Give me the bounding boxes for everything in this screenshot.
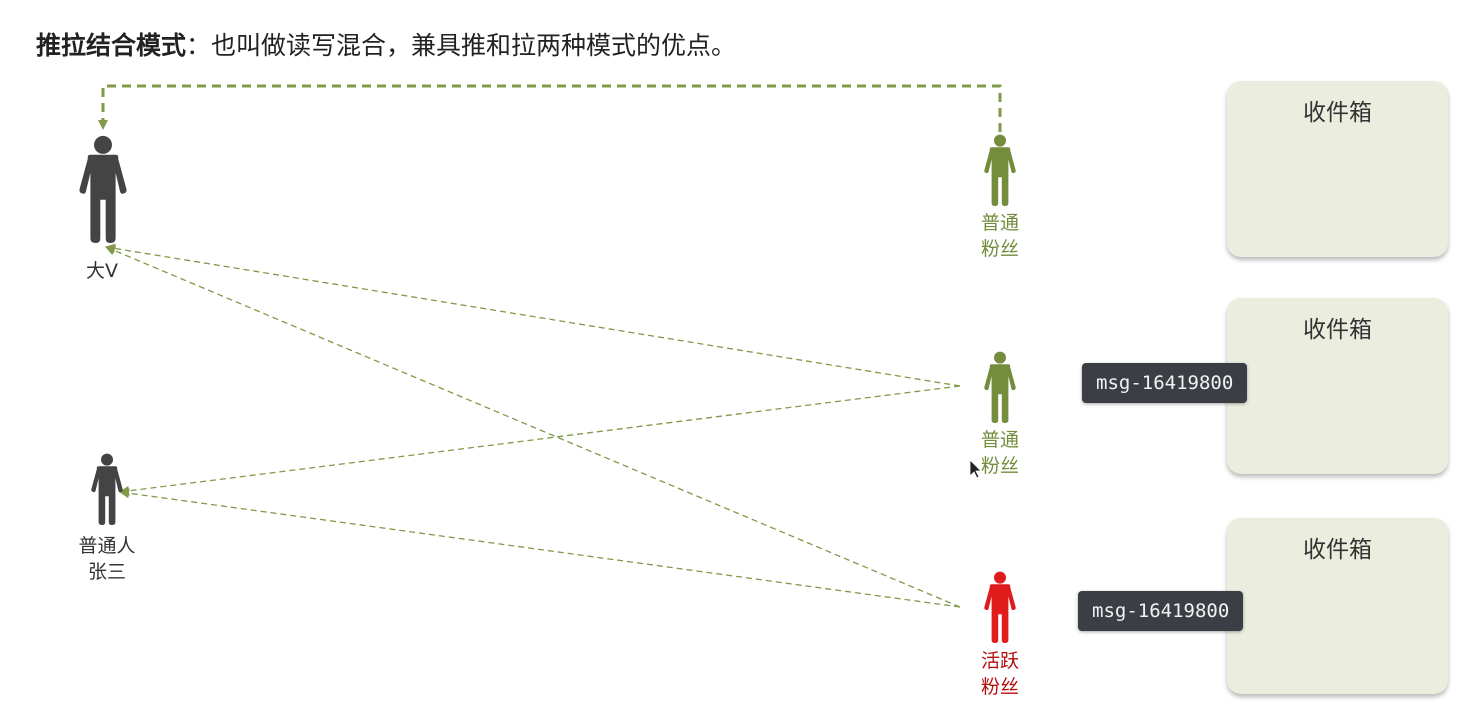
inbox-fan1: 收件箱 [1227, 81, 1448, 257]
inbox-fan2: 收件箱 [1227, 298, 1448, 474]
person-icon-celebrity [79, 135, 127, 243]
message-badge-fan3: msg-16419800 [1078, 591, 1244, 631]
label-fan2: 普通 粉丝 [970, 427, 1030, 479]
arrow-fan2-to-ordinary [119, 385, 961, 496]
label-fan3: 活跃 粉丝 [970, 648, 1030, 700]
label-fan2-line1: 普通 [980, 429, 1019, 451]
label-ordinary: 普通人 张三 [67, 533, 147, 585]
label-fan3-line2: 粉丝 [980, 676, 1019, 698]
page-title: 推拉结合模式：也叫做读写混合，兼具推和拉两种模式的优点。 [36, 26, 736, 62]
label-fan1-line2: 粉丝 [980, 238, 1019, 260]
label-ordinary-line2: 张三 [87, 561, 126, 583]
inbox-title: 收件箱 [1303, 100, 1372, 126]
person-icon-ordinary [91, 453, 123, 525]
pull-arrow-top [98, 84, 1002, 132]
title-rest: ：也叫做读写混合，兼具推和拉两种模式的优点。 [186, 31, 737, 60]
inbox-fan3: 收件箱 [1227, 518, 1448, 694]
message-badge-fan2: msg-16419800 [1082, 363, 1248, 403]
label-fan1-line1: 普通 [980, 212, 1019, 234]
inbox-title: 收件箱 [1303, 537, 1372, 563]
inbox-title: 收件箱 [1303, 317, 1372, 343]
arrow-fan3-to-ordinary [119, 488, 961, 608]
label-celebrity: 大V [72, 258, 132, 284]
label-fan3-line1: 活跃 [980, 650, 1019, 672]
label-celebrity-line1: 大V [86, 260, 118, 282]
label-ordinary-line1: 普通人 [78, 535, 136, 557]
title-bold: 推拉结合模式 [36, 31, 187, 60]
person-icon-fan3 [984, 571, 1016, 643]
person-icon-fan2 [984, 351, 1016, 423]
person-icon-fan1 [984, 134, 1016, 206]
label-fan1: 普通 粉丝 [970, 210, 1030, 262]
arrow-fan2-to-celebrity [105, 243, 961, 387]
label-fan2-line2: 粉丝 [980, 455, 1019, 477]
arrow-fan3-to-celebrity [105, 245, 961, 608]
mouse-cursor-icon [969, 459, 982, 479]
